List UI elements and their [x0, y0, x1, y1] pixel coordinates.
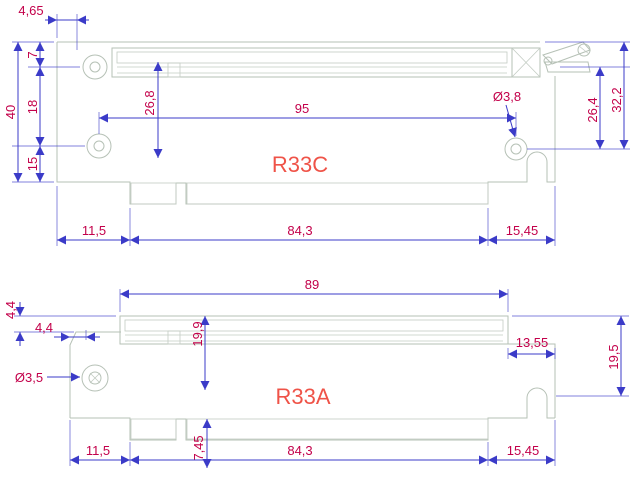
- r33c-edge-fingers-left: [130, 182, 177, 205]
- r33a-dim-left-offset: 4,4: [35, 320, 100, 342]
- dim-label: 84,3: [287, 223, 312, 238]
- r33a-dim-bottom-chain: 11,5 84,3 15,45: [70, 443, 555, 465]
- dim-label: 4,4: [35, 320, 53, 335]
- r33a-edge-fingers-main: [186, 418, 489, 440]
- r33c-dim-hole-span: 95: [99, 101, 516, 123]
- dim-label: 15,45: [506, 223, 539, 238]
- r33a-dim-finger-depth: 7,45: [191, 419, 212, 468]
- r33a-edge-fingers-left: [130, 418, 177, 440]
- r33c-socket-end-block: [511, 47, 541, 78]
- dim-label: 15,45: [507, 443, 540, 458]
- dim-label: 11,5: [86, 443, 110, 458]
- dim-label: 19,9: [190, 321, 205, 346]
- r33c-retention-latch: [542, 41, 591, 73]
- r33a-mounting-hole: [81, 364, 109, 392]
- dim-label: Ø3,8: [493, 89, 521, 104]
- dim-label: 7,45: [191, 435, 206, 460]
- r33a-board-outline: [69, 315, 556, 441]
- r33c-board-outline: [56, 41, 591, 205]
- r33c-part-label: R33C: [272, 152, 328, 177]
- r33c-mounting-hole-right: [504, 137, 528, 161]
- dim-label: 4,65: [18, 3, 43, 18]
- r33c-dim-hole-diameter: Ø3,8: [493, 89, 521, 138]
- r33a-dim-top-offset: 4,4: [3, 301, 25, 346]
- r33a-part-label: R33A: [275, 384, 330, 409]
- r33a-dim-connector-width: 89: [120, 277, 508, 299]
- r33c-drawing: 4,65 7 18 40 15 26,8 95: [3, 3, 630, 246]
- dim-label: 95: [295, 101, 309, 116]
- r33c-dimensions: 4,65 7 18 40 15 26,8 95: [3, 3, 630, 246]
- dim-label: 84,3: [287, 443, 312, 458]
- r33c-socket-key: [167, 62, 181, 78]
- dim-label: 4,4: [3, 301, 18, 319]
- r33a-socket: [119, 315, 509, 345]
- dim-label: 15: [25, 157, 40, 171]
- dim-label: 32,2: [609, 87, 624, 112]
- dim-label: 26,8: [142, 90, 157, 115]
- r33a-dim-hole-diameter: Ø3,5: [15, 370, 80, 385]
- r33a-dim-card-height: 19,5: [606, 316, 626, 396]
- r33a-socket-contacts: [124, 319, 504, 332]
- r33a-dimensions: 89 4,4 4,4 19,9: [3, 277, 629, 468]
- dim-label: 19,5: [606, 344, 621, 369]
- r33c-dim-right-heights: 26,4 32,2: [585, 42, 629, 149]
- r33c-dim-slot-depth: 26,8: [142, 62, 163, 158]
- dim-label: 11,5: [82, 223, 106, 238]
- dim-label: 40: [3, 105, 18, 119]
- r33c-mounting-hole-mid: [86, 133, 112, 159]
- r33a-dim-right-offset: 13,55: [508, 335, 555, 359]
- r33c-edge-fingers-main: [186, 182, 489, 205]
- r33c-socket-contacts: [116, 51, 508, 64]
- dim-label: 13,55: [516, 335, 549, 350]
- r33a-drawing: 89 4,4 4,4 19,9: [3, 277, 629, 468]
- dim-label: 18: [25, 100, 40, 114]
- dim-label: 7: [25, 51, 40, 58]
- r33c-dim-offset-top: 4,65: [18, 3, 89, 25]
- r33a-socket-key: [167, 330, 181, 345]
- r33c-dim-bottom-chain: 11,5 84,3 15,45: [57, 223, 555, 245]
- r33a-dim-connector-height: 19,9: [190, 316, 210, 390]
- r33c-mounting-hole-top: [82, 54, 108, 80]
- dim-label: Ø3,5: [15, 370, 43, 385]
- dim-label: 26,4: [585, 97, 600, 122]
- r33c-dim-left-chain: 7 18 40 15: [3, 42, 45, 182]
- dim-label: 89: [305, 277, 319, 292]
